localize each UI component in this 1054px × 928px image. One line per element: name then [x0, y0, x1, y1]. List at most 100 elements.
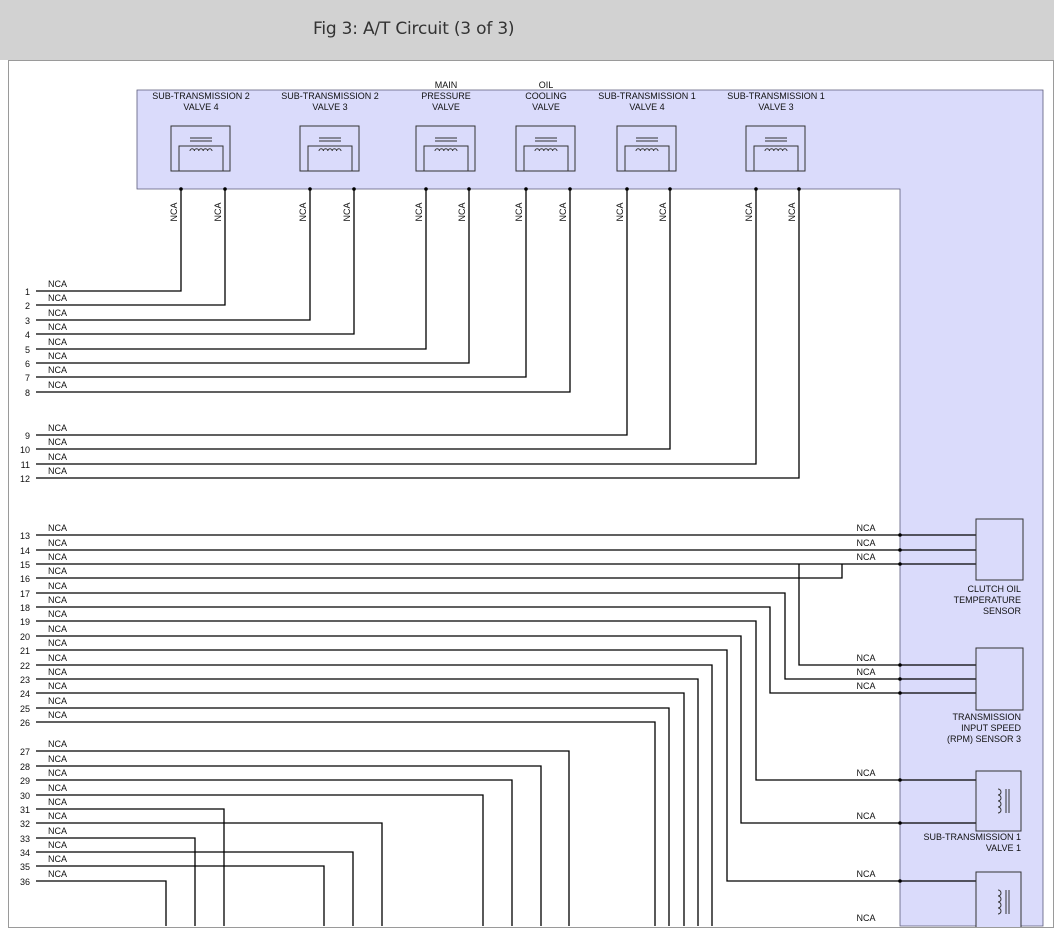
wire-label-nca: NCA	[48, 811, 67, 821]
wire-label-nca: NCA	[856, 768, 875, 778]
component-label-tis: INPUT SPEED	[961, 723, 1021, 733]
wire-2	[36, 189, 226, 306]
valve-inner	[523, 145, 569, 172]
wire-33	[36, 837, 196, 926]
wire-label-nca: NCA	[48, 840, 67, 850]
module-enclosure	[136, 89, 1044, 927]
wire-label-nca: NCA	[48, 609, 67, 619]
junction-dot	[898, 548, 902, 552]
junction-dot	[898, 677, 902, 681]
pin-number-20: 20	[20, 632, 30, 642]
wire-36	[36, 880, 167, 926]
wire-label-nca: NCA	[48, 797, 67, 807]
pin-number-8: 8	[25, 388, 30, 398]
pin-number-6: 6	[25, 359, 30, 369]
wire-label-nca: NCA	[48, 308, 67, 318]
junction-dot	[625, 187, 629, 191]
wire-label-nca: NCA	[856, 667, 875, 677]
pin-number-34: 34	[20, 848, 30, 858]
component-label-st1v1: SUB-TRANSMISSION 1	[923, 832, 1021, 842]
wire-label-nca: NCA	[48, 566, 67, 576]
component-label-st1v4: VALVE 4	[629, 102, 664, 112]
wire-label-nca: NCA	[414, 202, 424, 221]
wire-label-nca: NCA	[48, 783, 67, 793]
wire-label-nca: NCA	[48, 854, 67, 864]
junction-dot	[754, 187, 758, 191]
pin-number-19: 19	[20, 617, 30, 627]
wire-label-nca: NCA	[48, 523, 67, 533]
valve-solenoid-st1v4	[616, 125, 677, 172]
wire-18	[36, 606, 976, 694]
junction-dot	[179, 187, 183, 191]
wire-16	[36, 564, 843, 579]
component-label-ocv: OIL	[539, 80, 554, 90]
component-label-st2v4: SUB-TRANSMISSION 2	[152, 91, 250, 101]
pin-number-32: 32	[20, 819, 30, 829]
junction-dot	[898, 778, 902, 782]
component-label-clutch: SENSOR	[983, 606, 1022, 616]
coil-symbol	[997, 889, 1002, 915]
wire-label-nca: NCA	[856, 869, 875, 879]
wire-label-nca: NCA	[342, 202, 352, 221]
pin-number-28: 28	[20, 762, 30, 772]
junction-dot	[898, 691, 902, 695]
junction-dot	[668, 187, 672, 191]
pin-number-11: 11	[21, 460, 30, 470]
wire-6	[36, 189, 470, 364]
pin-number-26: 26	[20, 718, 30, 728]
junction-dot	[352, 187, 356, 191]
valve-box	[975, 871, 1022, 927]
wire-26	[36, 721, 656, 926]
component-label-ocv: VALVE	[532, 102, 560, 112]
wire-28	[36, 765, 542, 926]
wire-label-nca: NCA	[48, 768, 67, 778]
wire-35	[36, 865, 325, 926]
wire-4	[36, 189, 355, 335]
junction-dot	[568, 187, 572, 191]
pin-number-10: 10	[20, 445, 30, 455]
wire-label-nca: NCA	[48, 754, 67, 764]
wire-label-nca: NCA	[856, 681, 875, 691]
junction-dot	[308, 187, 312, 191]
wire-9	[36, 189, 628, 436]
wire-label-nca: NCA	[615, 202, 625, 221]
wire-label-nca: NCA	[48, 322, 67, 332]
component-label-tis: (RPM) SENSOR 3	[947, 734, 1021, 744]
wire-31	[36, 808, 225, 926]
wire-label-nca: NCA	[48, 423, 67, 433]
component-label-mpv: MAIN	[435, 80, 458, 90]
wire-29	[36, 779, 513, 926]
component-label-st2v3: VALVE 3	[312, 102, 347, 112]
wire-label-nca: NCA	[856, 552, 875, 562]
pin-number-16: 16	[20, 574, 30, 584]
clutch-oil-temp-sensor	[975, 518, 1024, 581]
wire-label-nca: NCA	[48, 337, 67, 347]
coil-symbol	[434, 148, 458, 152]
pin-number-1: 1	[25, 287, 30, 297]
wire-label-nca: NCA	[48, 869, 67, 879]
wire-label-nca: NCA	[744, 202, 754, 221]
pin-number-15: 15	[20, 560, 30, 570]
wire-32	[36, 822, 383, 926]
junction-dot	[898, 821, 902, 825]
coil-symbol	[534, 148, 558, 152]
pin-number-36: 36	[20, 877, 30, 887]
pin-number-22: 22	[20, 661, 30, 671]
wire-label-nca: NCA	[48, 696, 67, 706]
wire-label-nca: NCA	[48, 595, 67, 605]
wire-label-nca: NCA	[48, 552, 67, 562]
wire-7	[36, 189, 527, 378]
wire-20	[36, 635, 976, 824]
valve-solenoid-mpv	[415, 125, 476, 172]
component-label-st2v4: VALVE 4	[183, 102, 218, 112]
junction-dot	[797, 187, 801, 191]
wire-3	[36, 189, 311, 321]
component-label-ocv: COOLING	[525, 91, 567, 101]
pin-number-4: 4	[25, 330, 30, 340]
wire-label-nca: NCA	[48, 653, 67, 663]
wire-label-nca: NCA	[48, 638, 67, 648]
wire-label-nca: NCA	[514, 202, 524, 221]
wire-label-nca: NCA	[48, 380, 67, 390]
wire-label-nca: NCA	[48, 581, 67, 591]
junction-dot	[424, 187, 428, 191]
